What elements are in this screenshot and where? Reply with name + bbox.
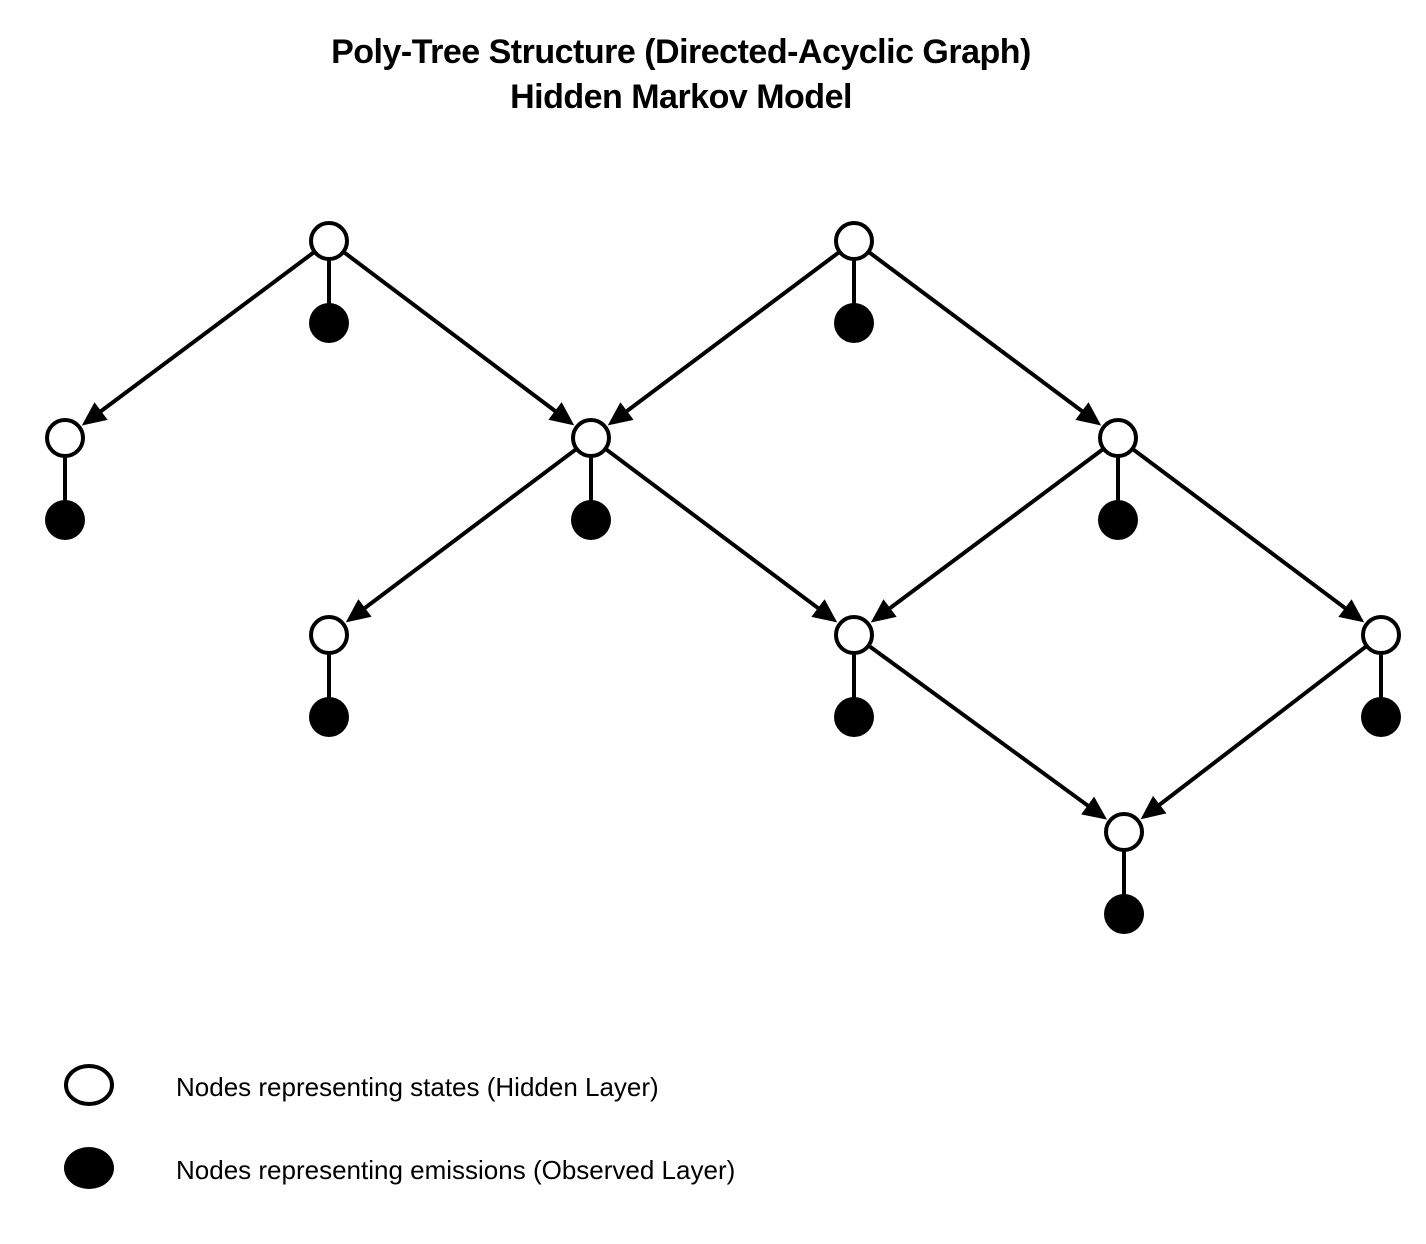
hidden-node-h5 — [1098, 418, 1138, 458]
observed-node-h8 — [1361, 697, 1401, 737]
legend-label-hidden: Nodes representing states (Hidden Layer) — [176, 1072, 659, 1102]
transition-edge-h8-h9 — [1152, 644, 1368, 812]
transition-edge-h4-h7 — [604, 447, 826, 615]
transition-edge-h1-h4 — [342, 250, 563, 418]
diagram-title: Poly-Tree Structure (Directed-Acyclic Gr… — [331, 33, 1031, 71]
observed-node-h4 — [571, 500, 611, 540]
observed-node-h3 — [45, 500, 85, 540]
transition-edge-h7-h9 — [867, 643, 1096, 812]
observed-node-h1 — [309, 303, 349, 343]
observed-node-h7 — [834, 697, 874, 737]
observed-node-h9 — [1104, 894, 1144, 934]
hidden-node-h9 — [1104, 812, 1144, 852]
hidden-node-h1 — [309, 221, 349, 261]
arrowhead-icon — [81, 402, 108, 426]
transition-edge-h4-h6 — [357, 447, 578, 615]
legend-observed-node-icon — [64, 1147, 114, 1189]
arrowhead-icon — [345, 599, 372, 623]
arrowhead-icon — [607, 402, 634, 426]
observed-node-h5 — [1098, 500, 1138, 540]
observed-node-h6 — [309, 697, 349, 737]
hidden-node-h2 — [834, 221, 874, 261]
legend-item-observed: Nodes representing emissions (Observed L… — [0, 0, 900, 1185]
arrowhead-icon — [1075, 402, 1102, 426]
legend-icons — [64, 1064, 114, 1189]
arrowhead-icon — [1140, 795, 1167, 820]
arrowhead-icon — [548, 402, 575, 426]
hidden-node-h6 — [309, 615, 349, 655]
legend-label-observed: Nodes representing emissions (Observed L… — [176, 1155, 736, 1185]
observed-node-h2 — [834, 303, 874, 343]
emission-layer — [45, 259, 1401, 934]
transition-edge-h5-h8 — [1131, 447, 1353, 615]
arrowhead-icon — [870, 599, 897, 623]
legend-hidden-node-icon — [64, 1064, 114, 1106]
hidden-node-h4 — [571, 418, 611, 458]
edges-layer — [81, 250, 1368, 820]
arrowhead-icon — [1081, 796, 1108, 820]
hidden-node-h3 — [45, 418, 85, 458]
legend-item-hidden: Nodes representing states (Hidden Layer) — [0, 0, 900, 1102]
diagram-subtitle: Hidden Markov Model — [510, 78, 852, 116]
hidden-node-h7 — [834, 615, 874, 655]
arrowhead-icon — [1338, 599, 1365, 623]
transition-edge-h2-h4 — [619, 250, 841, 418]
arrowhead-icon — [811, 599, 838, 623]
transition-edge-h1-h3 — [93, 250, 316, 418]
hidden-node-h8 — [1361, 615, 1401, 655]
transition-edge-h2-h5 — [867, 250, 1090, 418]
nodes-layer — [45, 221, 1401, 852]
transition-edge-h5-h7 — [882, 447, 1105, 615]
